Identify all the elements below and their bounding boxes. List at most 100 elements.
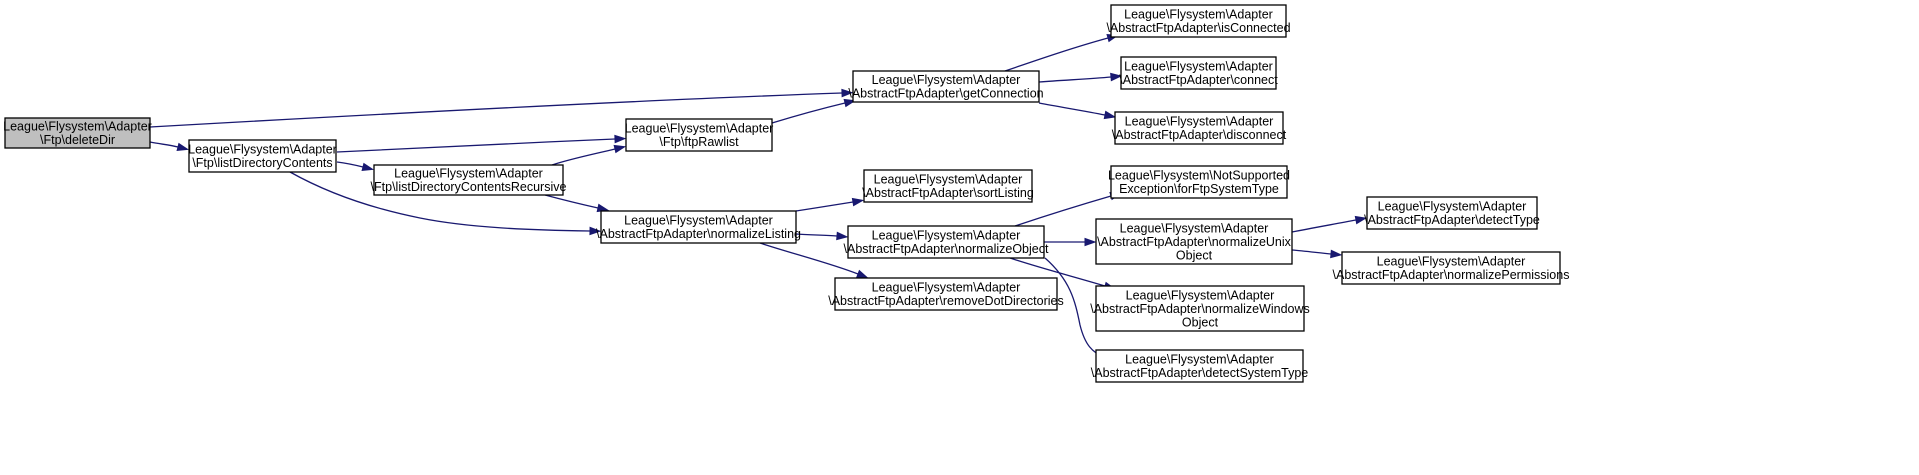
node-box: [1366, 196, 1538, 230]
edge-line: [759, 242, 859, 275]
node-label-line: \AbstractFtpAdapter\sortListing: [862, 186, 1034, 200]
node-label-line: \AbstractFtpAdapter\connect: [1119, 73, 1278, 87]
node-label-line: \AbstractFtpAdapter\detectSystemType: [1091, 366, 1309, 380]
edge-get-connection-to-disconnect: [1038, 102, 1117, 120]
edge-normalize-unix-object-to-normalize-permissions: [1291, 249, 1343, 259]
node-disconnect[interactable]: League\Flysystem\Adapter\AbstractFtpAdap…: [1112, 111, 1287, 145]
edge-arrowhead: [613, 144, 627, 154]
edge-list-directory-contents-to-ftp-rawlist: [336, 134, 627, 153]
edge-get-connection-to-is-connected: [1004, 33, 1120, 72]
edge-arrowhead: [836, 231, 849, 241]
node-list-directory-contents-recursive[interactable]: League\Flysystem\Adapter\Ftp\listDirecto…: [371, 164, 567, 196]
node-label-line: \Ftp\deleteDir: [40, 133, 115, 147]
node-normalize-permissions[interactable]: League\Flysystem\Adapter\AbstractFtpAdap…: [1333, 251, 1570, 285]
node-box: [1095, 349, 1304, 383]
edge-arrowhead: [1084, 237, 1097, 247]
node-remove-dot-directories[interactable]: League\Flysystem\Adapter\AbstractFtpAdap…: [828, 277, 1064, 311]
node-list-directory-contents[interactable]: League\Flysystem\Adapter\Ftp\listDirecto…: [188, 139, 337, 173]
edge-delete-dir-to-list-directory-contents: [149, 141, 190, 152]
edge-line: [551, 148, 616, 166]
node-for-ftp-system-type[interactable]: League\Flysystem\NotSupportedException\f…: [1108, 165, 1290, 199]
node-label-line: \AbstractFtpAdapter\detectType: [1364, 213, 1540, 227]
node-label-line: \AbstractFtpAdapter\removeDotDirectories: [828, 294, 1064, 308]
edge-get-connection-to-connect: [1038, 72, 1123, 83]
graph-nodes: League\Flysystem\Adapter\Ftp\deleteDirLe…: [3, 4, 1570, 383]
edge-line: [771, 102, 846, 124]
edge-line: [1004, 37, 1109, 72]
edge-arrowhead: [1330, 249, 1343, 259]
node-is-connected[interactable]: League\Flysystem\Adapter\AbstractFtpAdap…: [1106, 4, 1291, 38]
edge-normalize-unix-object-to-detect-type: [1291, 215, 1368, 233]
node-normalize-unix-object[interactable]: League\Flysystem\Adapter\AbstractFtpAdap…: [1095, 218, 1293, 265]
edge-line: [1014, 195, 1112, 227]
node-label-line: Object: [1182, 315, 1219, 329]
node-box: [852, 70, 1040, 103]
edge-arrowhead: [851, 197, 865, 207]
edge-normalize-object-to-normalize-unix-object: [1043, 237, 1097, 247]
node-label-line: League\Flysystem\Adapter: [872, 229, 1021, 243]
edge-normalize-listing-to-remove-dot-directories: [759, 242, 869, 279]
node-label-line: \AbstractFtpAdapter\getConnection: [848, 87, 1043, 101]
node-label-line: League\Flysystem\Adapter: [394, 167, 543, 181]
node-box: [1120, 56, 1277, 90]
node-label-line: League\Flysystem\Adapter: [1120, 221, 1269, 235]
node-label-line: Object: [1176, 248, 1213, 262]
node-label-line: League\Flysystem\Adapter: [1377, 255, 1526, 269]
node-label-line: League\Flysystem\Adapter: [1378, 200, 1527, 214]
node-connect[interactable]: League\Flysystem\Adapter\AbstractFtpAdap…: [1119, 56, 1278, 90]
node-label-line: League\Flysystem\Adapter: [625, 122, 774, 136]
node-box: [1095, 285, 1305, 332]
edge-line: [1291, 219, 1357, 233]
node-box: [4, 117, 151, 149]
edge-arrowhead: [1103, 110, 1117, 120]
node-label-line: League\Flysystem\Adapter: [1124, 8, 1273, 22]
node-label-line: League\Flysystem\Adapter: [872, 73, 1021, 87]
node-label-line: League\Flysystem\NotSupported: [1108, 169, 1290, 183]
node-box: [1110, 4, 1287, 38]
edge-list-directory-contents-recursive-to-ftp-rawlist: [551, 144, 627, 166]
node-box: [625, 118, 773, 152]
node-delete-dir[interactable]: League\Flysystem\Adapter\Ftp\deleteDir: [3, 117, 152, 149]
node-label-line: \AbstractFtpAdapter\normalizePermissions: [1333, 268, 1570, 282]
node-box: [1114, 111, 1284, 145]
edge-list-directory-contents-to-normalize-listing: [289, 171, 602, 236]
edge-line: [1009, 257, 1106, 287]
node-label-line: \AbstractFtpAdapter\isConnected: [1106, 21, 1290, 35]
edge-line: [795, 233, 838, 237]
edge-arrowhead: [855, 269, 869, 279]
edge-line: [1291, 249, 1332, 255]
edge-line: [289, 171, 591, 232]
node-label-line: \AbstractFtpAdapter\normalizeWindows: [1090, 302, 1310, 316]
node-normalize-object[interactable]: League\Flysystem\Adapter\AbstractFtpAdap…: [844, 225, 1049, 259]
node-detect-type[interactable]: League\Flysystem\Adapter\AbstractFtpAdap…: [1364, 196, 1540, 230]
node-detect-system-type[interactable]: League\Flysystem\Adapter\AbstractFtpAdap…: [1091, 349, 1309, 383]
node-box: [1095, 218, 1293, 265]
node-sort-listing[interactable]: League\Flysystem\Adapter\AbstractFtpAdap…: [862, 169, 1034, 203]
edge-arrowhead: [1354, 215, 1368, 225]
edge-line: [336, 138, 616, 153]
node-label-line: \AbstractFtpAdapter\normalizeObject: [844, 242, 1049, 256]
edge-arrowhead: [176, 142, 190, 152]
edge-delete-dir-to-get-connection: [149, 88, 854, 128]
edge-arrowhead: [614, 134, 627, 144]
node-ftp-rawlist[interactable]: League\Flysystem\Adapter\Ftp\ftpRawlist: [625, 118, 774, 152]
edge-normalize-listing-to-normalize-object: [795, 231, 849, 241]
node-box: [863, 169, 1033, 203]
node-box: [188, 139, 337, 173]
node-normalize-windows-object[interactable]: League\Flysystem\Adapter\AbstractFtpAdap…: [1090, 285, 1310, 332]
node-normalize-listing[interactable]: League\Flysystem\Adapter\AbstractFtpAdap…: [596, 210, 801, 244]
edge-list-directory-contents-recursive-to-normalize-listing: [544, 194, 610, 213]
node-label-line: \AbstractFtpAdapter\normalizeListing: [596, 227, 801, 241]
edge-line: [336, 161, 364, 168]
node-get-connection[interactable]: League\Flysystem\Adapter\AbstractFtpAdap…: [848, 70, 1044, 103]
edge-arrowhead: [1110, 72, 1123, 82]
node-label-line: League\Flysystem\Adapter: [1125, 115, 1274, 129]
edge-arrowhead: [841, 88, 854, 98]
node-box: [1110, 165, 1288, 199]
edge-ftp-rawlist-to-get-connection: [771, 98, 857, 124]
graph-edges: [149, 33, 1368, 363]
node-label-line: \AbstractFtpAdapter\normalizeUnix: [1097, 235, 1292, 249]
node-label-line: League\Flysystem\Adapter: [1125, 353, 1274, 367]
edge-line: [795, 201, 854, 212]
